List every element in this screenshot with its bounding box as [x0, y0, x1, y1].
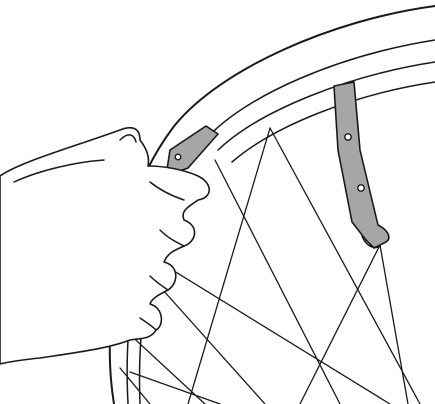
- tire-lever-hole: [175, 154, 181, 160]
- tire-inner-edge: [205, 40, 435, 140]
- spoke: [125, 330, 205, 404]
- tire-lever-hole: [358, 185, 364, 191]
- rim-outer-edge: [218, 62, 435, 150]
- tire-lever-body: [334, 82, 389, 248]
- spoke: [140, 250, 390, 404]
- tire-lever-hooked: [334, 82, 389, 248]
- rim-inner-edge: [232, 82, 435, 162]
- spoke: [380, 245, 408, 404]
- spoke: [188, 128, 270, 404]
- spoke: [215, 160, 340, 404]
- spoke: [300, 245, 380, 404]
- tire-lever-hole: [345, 134, 351, 140]
